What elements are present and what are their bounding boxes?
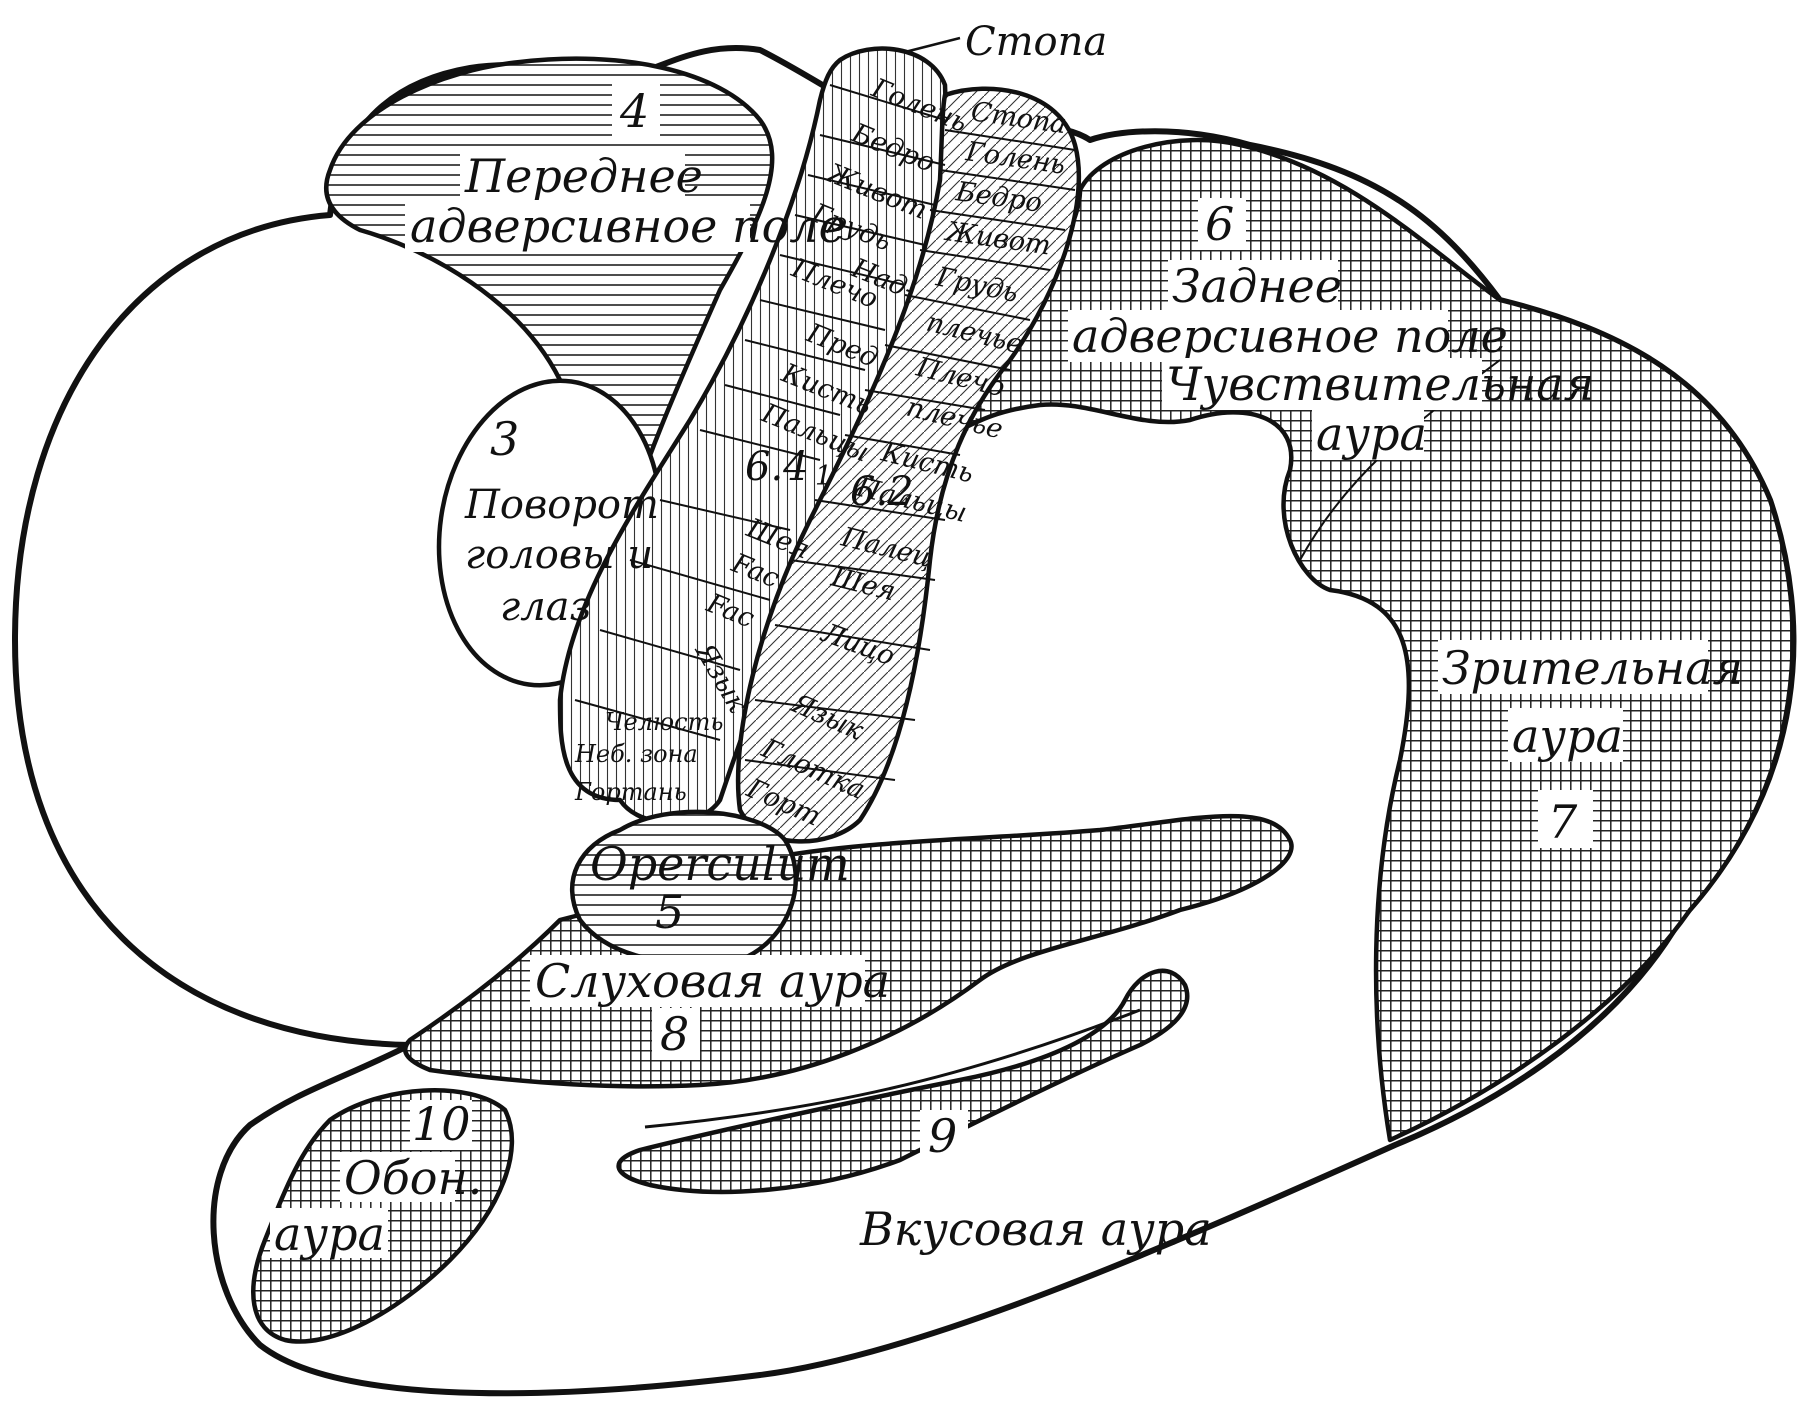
sensory-strip-dividers (744, 129, 1076, 781)
gustatory-region (616, 968, 1190, 1195)
motor-strip-dividers (574, 84, 946, 741)
label-posterior-line1: Заднее (1172, 259, 1342, 313)
label-number-8: 8 (660, 1007, 689, 1061)
label-anterior-line2: адверсивное поле (410, 199, 846, 253)
label-anterior-line1: Переднее (464, 149, 703, 203)
sylvian-line (644, 1008, 1141, 1129)
motor-label-14: Неб. зона (574, 740, 698, 768)
label-number-10: 10 (412, 1097, 471, 1151)
label-number-4: 4 (619, 84, 649, 138)
label-visual-aura-line1: Зрительная (1442, 641, 1743, 695)
label-number-3: 3 (490, 412, 519, 466)
label-number-5: 5 (655, 885, 684, 939)
label-sensory-strip-number: 6.2 (850, 469, 914, 515)
label-head-line2: головы и (465, 532, 653, 578)
label-motor-strip-sub: 1 (815, 461, 832, 492)
label-head-line3: глаз (500, 584, 591, 630)
label-auditory-aura: Слуховая аура (535, 954, 890, 1008)
label-head-line1: Поворот (464, 482, 659, 528)
label-olfactory-line2: аура (274, 1207, 385, 1261)
label-posterior-line2: адверсивное поле (1072, 309, 1508, 363)
label-olfactory-line1: Обон. (344, 1151, 482, 1205)
label-number-9: 9 (928, 1109, 957, 1163)
label-visual-aura-line2: аура (1512, 709, 1623, 763)
label-sensory-aura-line2: аура (1316, 407, 1427, 461)
label-motor-strip-number: 6.4 (745, 444, 809, 490)
sensory-strip (735, 86, 1082, 844)
label-number-6: 6 (1205, 197, 1234, 251)
label-stopa-top: Стопа (965, 19, 1107, 65)
label-number-7: 7 (1548, 795, 1578, 849)
motor-label-13: Челюсть (605, 708, 723, 736)
motor-label-15: Гортань (574, 778, 687, 806)
label-operculum: Operculum (590, 837, 850, 891)
stopa-pointer (904, 36, 961, 54)
label-gustatory-aura: Вкусовая аура (859, 1202, 1212, 1256)
label-sensory-aura-line1: Чувствительная (1166, 357, 1594, 411)
